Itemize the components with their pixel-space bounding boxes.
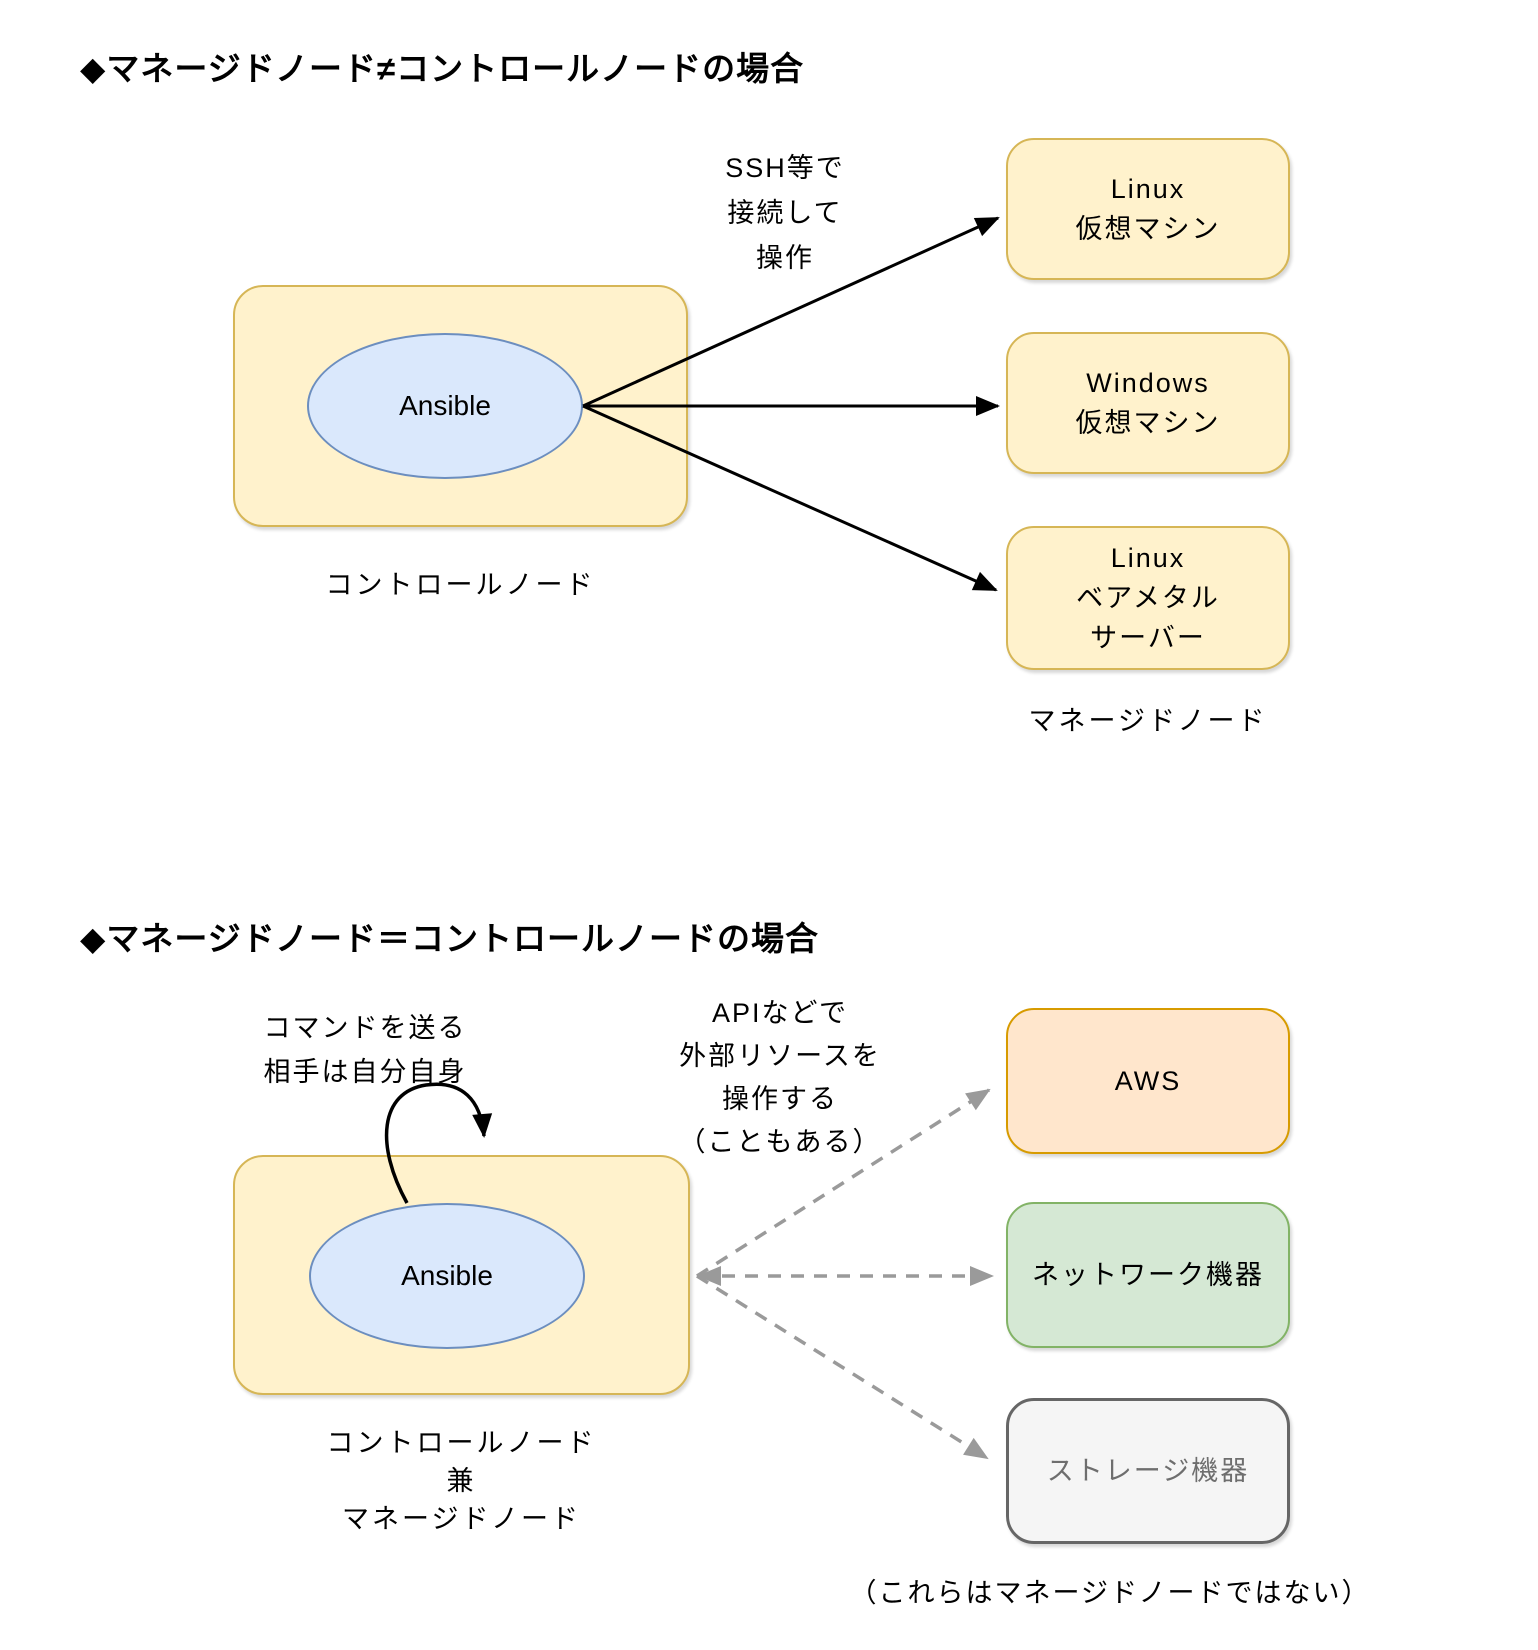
selfloop-annotation-line: コマンドを送る [263,1013,467,1043]
section2-ansible-label: Ansible [401,1260,493,1291]
node-label-line: 仮想マシン [1075,214,1221,244]
ssh-annotation-line: SSH等で [725,153,845,183]
managed-node-linux-baremetal: Linux ベアメタル サーバー [1006,526,1290,670]
control-caption-line: マネージドノード [342,1504,581,1534]
control-caption-line: 兼 [446,1466,477,1496]
external-node-network: ネットワーク機器 [1006,1202,1290,1348]
section1-ansible-label: Ansible [399,390,491,421]
external-node-storage: ストレージ機器 [1006,1398,1290,1544]
section2-control-node-caption: コントロールノード 兼 マネージドノード [233,1424,690,1538]
external-node-aws: AWS [1006,1008,1290,1154]
section1-ansible-ellipse: Ansible [307,333,583,479]
node-label-line: Windows [1086,368,1210,398]
api-annotation-line: 外部リソースを [679,1041,881,1071]
section1-title: ◆マネージドノード≠コントロールノードの場合 [80,50,805,87]
control-caption-line: コントロールノード [326,1428,597,1458]
section2-api-annotation: APIなどで 外部リソースを 操作する （こともある） [630,992,930,1164]
ssh-annotation-line: 接続して [727,198,843,228]
section2-ansible-ellipse: Ansible [309,1203,585,1349]
section2-title: ◆マネージドノード＝コントロールノードの場合 [80,920,820,957]
node-label-line: ストレージ機器 [1046,1456,1250,1486]
api-annotation-line: 操作する [722,1084,838,1114]
section1-control-node-caption: コントロールノード [325,570,596,600]
node-label-line: ネットワーク機器 [1032,1260,1264,1290]
section1-managed-caption: マネージドノード [1028,706,1268,736]
managed-node-linux-vm: Linux 仮想マシン [1006,138,1290,280]
section2-selfloop-annotation: コマンドを送る 相手は自分自身 [235,1006,495,1094]
api-annotation-line: APIなどで [712,998,848,1028]
section2-footnote: （これらはマネージドノードではない） [849,1578,1371,1608]
node-label-line: サーバー [1090,623,1206,653]
ssh-annotation-line: 操作 [756,243,814,273]
selfloop-annotation-line: 相手は自分自身 [263,1057,467,1087]
node-label-line: 仮想マシン [1075,408,1221,438]
api-arrow-to-storage [696,1274,989,1460]
managed-node-windows-vm: Windows 仮想マシン [1006,332,1290,474]
node-label-line: ベアメタル [1076,583,1220,613]
node-label-line: Linux [1110,174,1186,204]
api-annotation-line: （こともある） [678,1127,882,1157]
node-label-line: Linux [1110,543,1186,573]
section1-ssh-annotation: SSH等で 接続して 操作 [650,146,920,281]
node-label-line: AWS [1114,1066,1182,1096]
